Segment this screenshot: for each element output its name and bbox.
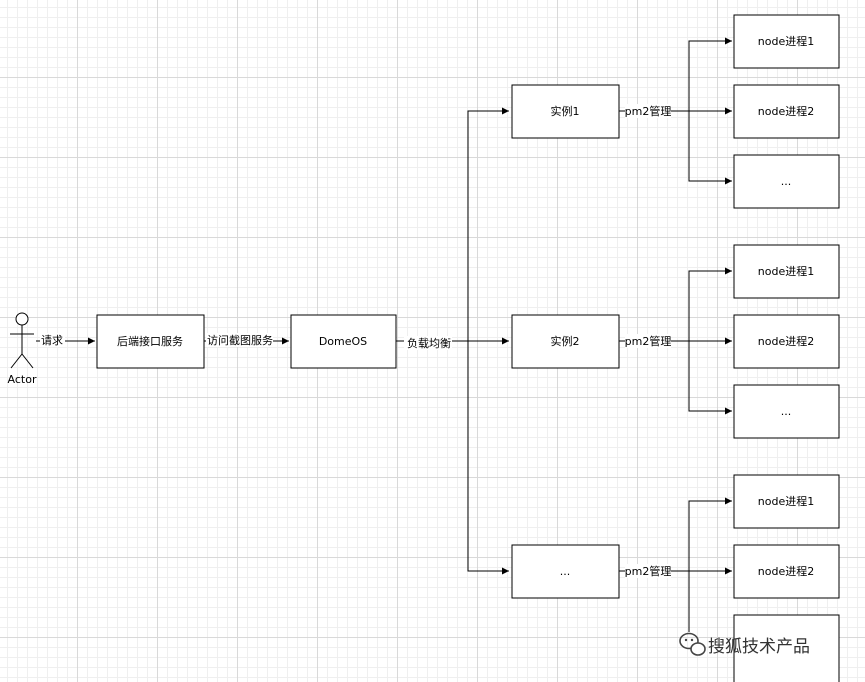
pm2-label-2: pm2管理: [625, 334, 672, 348]
node-process-box: [733, 84, 840, 139]
domeos-box: [290, 314, 397, 369]
load-balance-label: 负载均衡: [407, 336, 451, 350]
proc-edge-3-1: [688, 497, 732, 571]
watermark-text: 搜狐技术产品: [708, 637, 810, 657]
node-process-label: ...: [781, 175, 792, 188]
proc-edge-2-3: [688, 341, 732, 415]
proc-edge-1-3: [688, 111, 732, 185]
node-process-box: [733, 384, 840, 439]
node-process-label: node进程2: [758, 565, 814, 578]
node-process-box: [733, 544, 840, 599]
node-process-label: node进程1: [758, 35, 814, 48]
instance-1-label: 实例1: [551, 104, 580, 118]
lb-edge-instance3: [467, 341, 509, 575]
access-label: 访问截图服务: [207, 333, 273, 347]
node-process-label: node进程1: [758, 265, 814, 278]
node-process-box: [733, 244, 840, 299]
node-process-label: node进程1: [758, 495, 814, 508]
instance-2-label: 实例2: [551, 334, 580, 348]
node-process-box: [733, 314, 840, 369]
actor-figure: [10, 312, 34, 369]
instance-2-box: [511, 314, 620, 369]
backend-service-box: [96, 314, 205, 369]
node-process-box: [733, 474, 840, 529]
actor-label: Actor: [8, 373, 37, 386]
node-process-label: node进程2: [758, 105, 814, 118]
request-label: 请求: [41, 334, 63, 347]
node-process-box: [733, 154, 840, 209]
backend-service-label: 后端接口服务: [117, 335, 183, 348]
wechat-logo-icon: [679, 632, 706, 656]
pm2-label-1: pm2管理: [625, 104, 672, 118]
node-process-box: [733, 14, 840, 69]
pm2-label-3: pm2管理: [625, 564, 672, 578]
lb-edge-instance1: [467, 107, 509, 341]
node-process-label: ...: [781, 405, 792, 418]
instance-3-label: ...: [560, 565, 571, 578]
instance-1-box: [511, 84, 620, 139]
node-process-box: [733, 614, 840, 682]
domeos-label: DomeOS: [319, 335, 367, 348]
instance-3-box: [511, 544, 620, 599]
proc-edge-2-1: [688, 267, 732, 341]
proc-edge-1-1: [688, 37, 732, 111]
node-process-label: node进程2: [758, 335, 814, 348]
